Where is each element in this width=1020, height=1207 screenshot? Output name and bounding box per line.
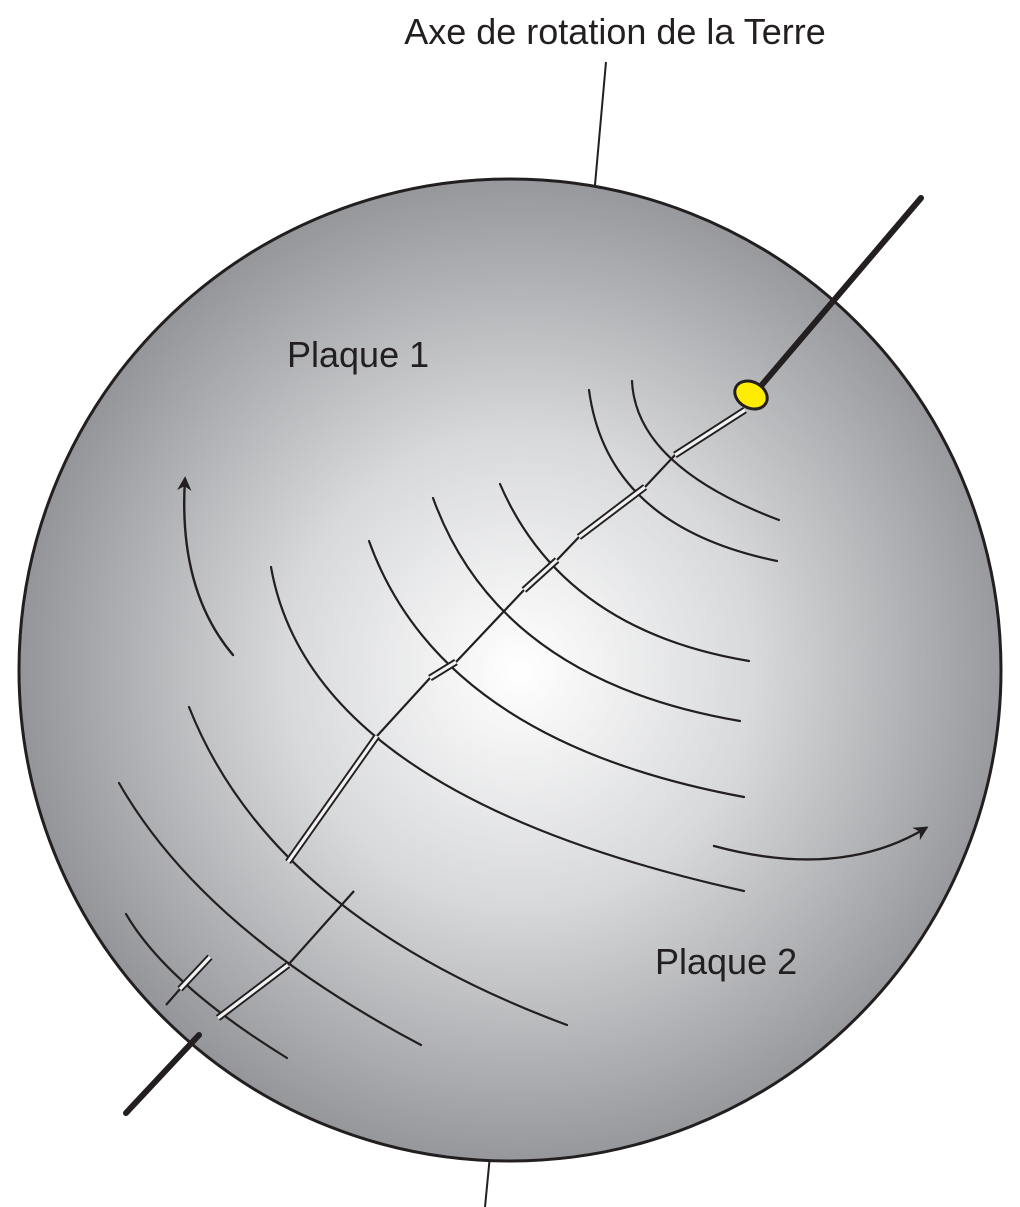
globe	[19, 179, 1001, 1161]
axis-leader-top	[594, 62, 606, 196]
axis-title: Axe de rotation de la Terre	[404, 11, 826, 52]
plate-1-label: Plaque 1	[287, 334, 429, 375]
plate-2-label: Plaque 2	[655, 941, 797, 982]
rotation-axis-bottom	[126, 1035, 199, 1113]
